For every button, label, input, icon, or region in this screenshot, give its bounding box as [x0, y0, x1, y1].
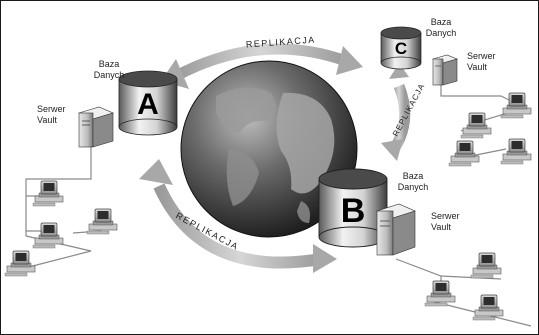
workstations-b [424, 252, 504, 321]
server-c-label: Serwer Vault [467, 51, 496, 72]
workstation-icon [448, 140, 480, 167]
database-a-icon [118, 70, 178, 136]
workstation-icon [424, 280, 456, 307]
site-b-letter: B [340, 192, 366, 230]
database-b-icon [318, 168, 388, 248]
globe-icon [180, 60, 358, 238]
server-c-icon [432, 54, 458, 86]
database-c-icon [380, 26, 422, 70]
workstation-icon [470, 252, 502, 279]
workstations-a [4, 180, 118, 277]
server-a-label: Serwer Vault [37, 104, 66, 125]
workstation-icon [4, 250, 36, 277]
replication-label-a-c: REPLIKACJA [246, 35, 317, 50]
workstation-icon [32, 180, 64, 207]
server-b-label: Serwer Vault [431, 211, 460, 232]
database-a-line1: Baza [98, 59, 120, 69]
server-a-icon [78, 106, 114, 148]
database-b-label: Baza Danych [397, 171, 429, 192]
workstation-icon [500, 138, 532, 165]
workstation-icon [460, 112, 492, 139]
database-a-line2: Danych [93, 70, 125, 80]
site-c-letter: C [394, 39, 408, 58]
server-b-icon [376, 203, 416, 256]
workstation-icon [500, 92, 532, 119]
workstation-icon [86, 208, 118, 235]
workstation-icon [472, 294, 504, 321]
arrow-b-a [153, 183, 322, 269]
site-a-letter: A [137, 88, 159, 121]
arrow-a-c [173, 43, 348, 81]
database-a-label: Baza Danych [89, 59, 129, 81]
database-c-label: Baza Danych [425, 17, 457, 38]
workstation-icon [32, 222, 64, 249]
workstations-c [448, 92, 532, 167]
